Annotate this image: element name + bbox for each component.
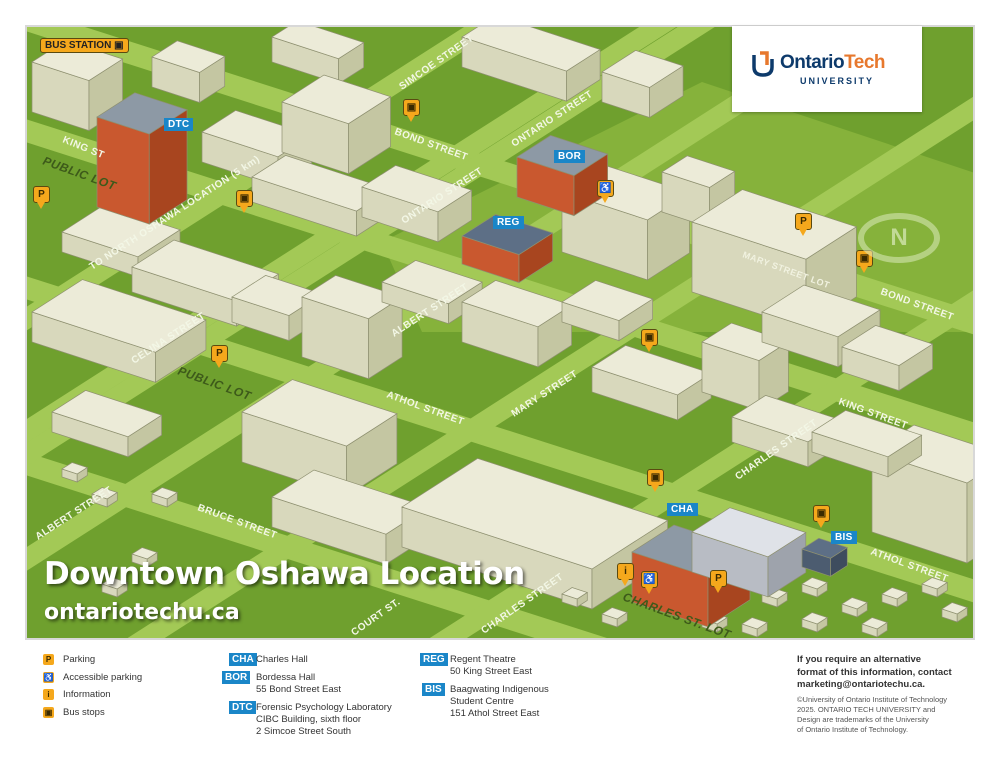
copyright: ©University of Ontario Institute of Tech… <box>797 695 948 734</box>
house <box>841 597 869 618</box>
info-icon[interactable]: i <box>617 563 634 586</box>
map-canvas: KING ST SIMCOE STREET BOND STREET ONTARI… <box>27 27 973 638</box>
house <box>101 577 129 598</box>
building <box>601 50 684 119</box>
house <box>861 617 889 638</box>
street-road <box>27 452 607 638</box>
badge-reg[interactable]: REG <box>493 216 524 229</box>
building <box>31 279 207 383</box>
badge-cha: CHA <box>229 653 257 666</box>
badge-bis: BIS <box>422 683 445 696</box>
house <box>741 617 769 638</box>
buildings <box>31 27 973 638</box>
house <box>91 487 119 508</box>
building-bis <box>801 537 849 577</box>
parking-icon[interactable]: P <box>211 345 228 368</box>
building-cha-theatre <box>691 507 807 598</box>
site-url[interactable]: ontariotechu.ca <box>44 600 240 625</box>
house <box>131 547 159 568</box>
bus-station-marker[interactable]: BUS STATION ▣ <box>40 38 129 53</box>
badge-dtc: DTC <box>229 701 256 714</box>
north-compass-icon: N <box>858 213 940 263</box>
building <box>51 390 163 458</box>
logo-mark-icon <box>752 51 774 77</box>
badge-bis[interactable]: BIS <box>831 531 857 544</box>
building <box>811 410 923 478</box>
building <box>361 165 473 243</box>
accessible-parking-icon[interactable]: ♿ <box>597 180 614 203</box>
bus-icon: ▣ <box>43 707 54 718</box>
accessible-icon: ♿ <box>43 672 54 683</box>
page-title: Downtown Oshawa Location <box>44 556 525 592</box>
house <box>801 612 829 633</box>
badge-bor: BOR <box>222 671 251 684</box>
bus-station-label: BUS STATION <box>45 40 112 51</box>
house <box>801 577 829 598</box>
building-dtc <box>96 92 188 225</box>
bus-stop-icon[interactable]: ▣ <box>236 190 253 213</box>
badge-dtc[interactable]: DTC <box>164 118 194 131</box>
parking-icon[interactable]: P <box>795 213 812 236</box>
badge-reg: REG <box>420 653 448 666</box>
house <box>561 587 589 608</box>
building <box>591 345 712 421</box>
campus-map[interactable]: KING ST SIMCOE STREET BOND STREET ONTARI… <box>25 25 975 640</box>
house <box>151 487 179 508</box>
building-reg <box>461 214 554 284</box>
bus-stop-icon[interactable]: ▣ <box>813 505 830 528</box>
parking-icon: P <box>43 654 54 665</box>
bus-icon: ▣ <box>114 40 124 51</box>
building <box>561 280 654 342</box>
legend-item-bus: ▣Bus stops <box>43 707 105 719</box>
house <box>921 577 949 598</box>
bus-stop-icon[interactable]: ▣ <box>647 469 664 492</box>
legend-building-text: Charles Hall <box>256 654 308 665</box>
parking-icon[interactable]: P <box>33 186 50 209</box>
badge-cha[interactable]: CHA <box>667 503 698 516</box>
building <box>701 322 790 412</box>
house <box>61 462 89 483</box>
building <box>841 325 934 392</box>
building <box>151 40 226 104</box>
building <box>661 155 736 229</box>
house <box>881 587 909 608</box>
badge-bor[interactable]: BOR <box>554 150 586 163</box>
bus-stop-icon[interactable]: ▣ <box>403 99 420 122</box>
legend-item-accessible: ♿Accessible parking <box>43 672 143 684</box>
building <box>871 424 973 564</box>
building <box>271 27 365 85</box>
house <box>941 602 969 623</box>
logo-name: OntarioTech <box>780 52 885 73</box>
ontario-tech-logo: OntarioTech UNIVERSITY <box>732 26 922 112</box>
contact-email[interactable]: marketing@ontariotechu.ca. <box>797 679 926 690</box>
parking-icon[interactable]: P <box>710 570 727 593</box>
info-icon: i <box>43 689 54 700</box>
building <box>461 27 601 102</box>
bus-stop-icon[interactable]: ▣ <box>641 329 658 352</box>
cross-street-road <box>127 96 973 638</box>
building <box>301 275 403 380</box>
logo-sub: UNIVERSITY <box>800 76 875 86</box>
house <box>601 607 629 628</box>
accessible-parking-icon[interactable]: ♿ <box>641 571 658 594</box>
cross-street-road <box>27 27 502 331</box>
building <box>281 74 392 175</box>
building <box>461 280 573 368</box>
